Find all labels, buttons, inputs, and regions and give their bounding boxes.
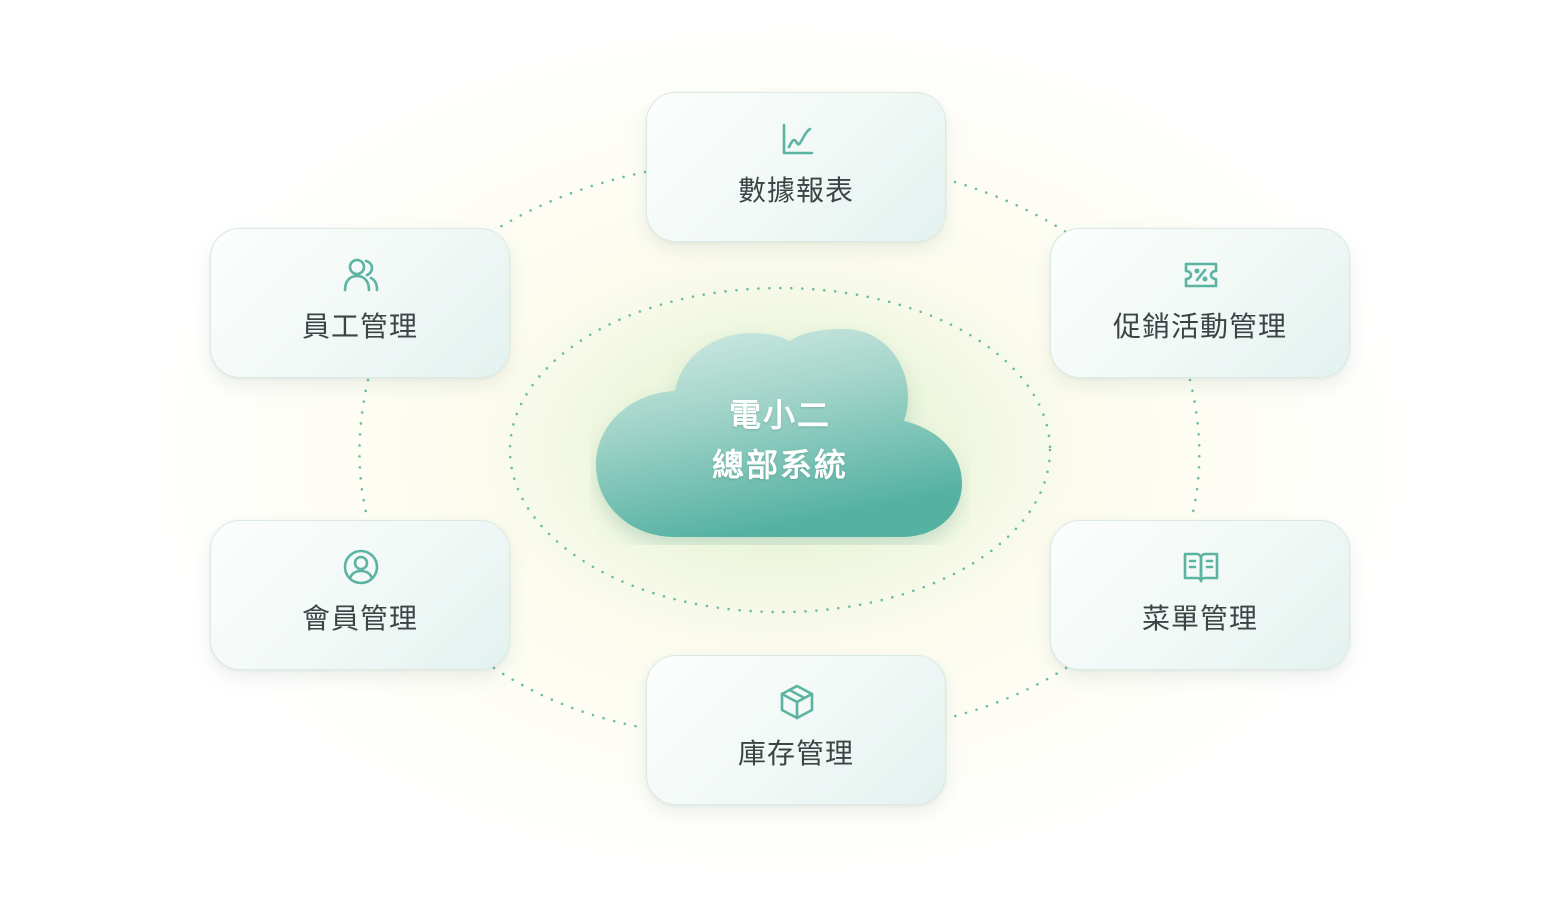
module-label: 庫存管理 (737, 737, 854, 770)
module-card-reports[interactable]: 數據報表 (646, 92, 946, 242)
connector-members-inventory (492, 666, 647, 730)
module-label: 會員管理 (301, 602, 418, 635)
module-card-promotions[interactable]: 促銷活動管理 (1050, 228, 1350, 378)
hq-system-cloud[interactable]: 電小二 總部系統 (590, 325, 970, 545)
module-card-inventory[interactable]: 庫存管理 (646, 655, 946, 805)
coupon-ticket-icon (1181, 255, 1221, 295)
module-label: 數據報表 (737, 174, 854, 207)
inner-orbit (508, 286, 1052, 614)
users-icon (341, 255, 381, 295)
module-card-members[interactable]: 會員管理 (210, 520, 510, 670)
connector-staff-members (358, 378, 370, 514)
user-circle-icon (341, 547, 381, 587)
connector-reports-promotions (953, 180, 1068, 234)
module-card-menu[interactable]: 菜單管理 (1050, 520, 1350, 670)
cloud-title-line2: 總部系統 (711, 446, 848, 484)
connector-promotions-menu (1188, 378, 1201, 514)
connector-reports-staff (493, 170, 647, 232)
module-label: 員工管理 (301, 310, 418, 343)
box-icon (777, 682, 817, 722)
open-book-icon (1181, 547, 1221, 587)
module-label: 菜單管理 (1141, 602, 1258, 635)
module-label: 促銷活動管理 (1112, 310, 1287, 343)
connector-menu-inventory (953, 666, 1068, 718)
cloud-icon (596, 329, 962, 537)
cloud-title-line1: 電小二 (728, 396, 831, 434)
module-card-staff[interactable]: 員工管理 (210, 228, 510, 378)
line-chart-icon (777, 119, 817, 159)
